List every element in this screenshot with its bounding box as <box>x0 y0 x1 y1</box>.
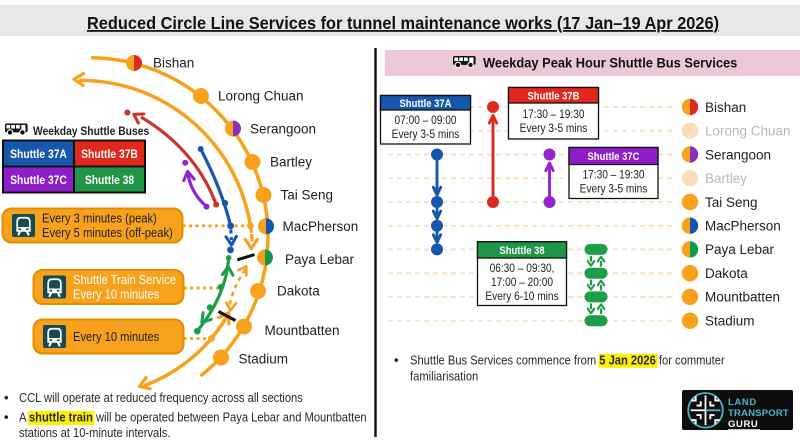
svg-text:Every 5 minutes (off-peak): Every 5 minutes (off-peak) <box>42 225 173 240</box>
svg-text:Stadium: Stadium <box>239 352 289 367</box>
svg-text:•: • <box>394 353 399 368</box>
svg-text:06:30 – 09:30,: 06:30 – 09:30, <box>490 262 555 275</box>
svg-text:Mountbatten: Mountbatten <box>265 323 340 338</box>
svg-text:Every 6-10 mins: Every 6-10 mins <box>485 290 559 303</box>
svg-text:Bartley: Bartley <box>705 171 747 186</box>
svg-text:Shuttle Train Service: Shuttle Train Service <box>73 272 176 287</box>
svg-text:Shuttle 37B: Shuttle 37B <box>528 91 580 103</box>
svg-text:Every 10 minutes: Every 10 minutes <box>73 287 159 302</box>
svg-text:Weekday Shuttle Buses: Weekday Shuttle Buses <box>33 125 149 138</box>
svg-text:Serangoon: Serangoon <box>705 147 771 162</box>
svg-text:Weekday Peak Hour Shuttle Bus: Weekday Peak Hour Shuttle Bus Services <box>483 55 737 71</box>
svg-text:Every 10 minutes: Every 10 minutes <box>73 329 159 344</box>
svg-text:Every 3-5 mins: Every 3-5 mins <box>392 128 460 141</box>
svg-text:Dakota: Dakota <box>277 284 320 299</box>
svg-text:Shuttle 37C: Shuttle 37C <box>588 151 641 163</box>
svg-text:Shuttle Bus Services commence: Shuttle Bus Services commence from 5 Jan… <box>410 353 725 368</box>
svg-text:A shuttle train will be operat: A shuttle train will be operated between… <box>19 410 367 425</box>
svg-text:stations at 10-minute interval: stations at 10-minute intervals. <box>19 425 170 440</box>
svg-text:Shuttle 38: Shuttle 38 <box>499 245 544 257</box>
svg-text:Bishan: Bishan <box>705 100 746 115</box>
svg-text:Bishan: Bishan <box>153 56 194 71</box>
svg-text:Every 3-5 mins: Every 3-5 mins <box>580 183 648 196</box>
svg-text:Stadium: Stadium <box>705 313 755 328</box>
svg-text:Shuttle 38: Shuttle 38 <box>85 174 134 187</box>
svg-text:MacPherson: MacPherson <box>283 219 359 234</box>
svg-text:familiarisation: familiarisation <box>410 369 478 384</box>
svg-text:17:30 – 19:30: 17:30 – 19:30 <box>582 169 644 182</box>
svg-text:07:00 – 09:00: 07:00 – 09:00 <box>394 114 456 127</box>
svg-text:CCL will operate at reduced fr: CCL will operate at reduced frequency ac… <box>19 390 303 405</box>
svg-text:Every 3-5 mins: Every 3-5 mins <box>520 122 588 135</box>
svg-text:Shuttle 37A: Shuttle 37A <box>10 148 67 161</box>
svg-text:GURU: GURU <box>728 419 758 430</box>
svg-text:Every 3 minutes (peak): Every 3 minutes (peak) <box>42 211 157 226</box>
svg-text:•: • <box>4 410 9 425</box>
svg-text:Lorong Chuan: Lorong Chuan <box>218 89 304 104</box>
svg-text:Lorong Chuan: Lorong Chuan <box>705 124 791 139</box>
svg-text:Mountbatten: Mountbatten <box>705 290 780 305</box>
svg-text:Dakota: Dakota <box>705 266 748 281</box>
svg-text:TRANSPORT: TRANSPORT <box>728 408 789 419</box>
svg-text:17:30 – 19:30: 17:30 – 19:30 <box>522 108 584 121</box>
svg-text:Paya Lebar: Paya Lebar <box>705 242 775 257</box>
svg-text:17:00 – 20:00: 17:00 – 20:00 <box>491 276 553 289</box>
svg-text:Shuttle 37B: Shuttle 37B <box>81 148 138 161</box>
svg-text:Tai Seng: Tai Seng <box>281 188 334 203</box>
svg-text:Shuttle 37A: Shuttle 37A <box>400 98 453 110</box>
svg-text:Serangoon: Serangoon <box>250 122 316 137</box>
svg-text:LAND: LAND <box>728 397 757 408</box>
svg-text:Bartley: Bartley <box>270 155 312 170</box>
svg-text:Paya Lebar: Paya Lebar <box>285 252 355 267</box>
svg-text:MacPherson: MacPherson <box>705 219 781 234</box>
svg-text:•: • <box>4 390 9 405</box>
svg-text:Reduced Circle Line Services f: Reduced Circle Line Services for tunnel … <box>87 13 719 33</box>
svg-text:Shuttle 37C: Shuttle 37C <box>10 174 67 187</box>
svg-text:Tai Seng: Tai Seng <box>705 195 758 210</box>
